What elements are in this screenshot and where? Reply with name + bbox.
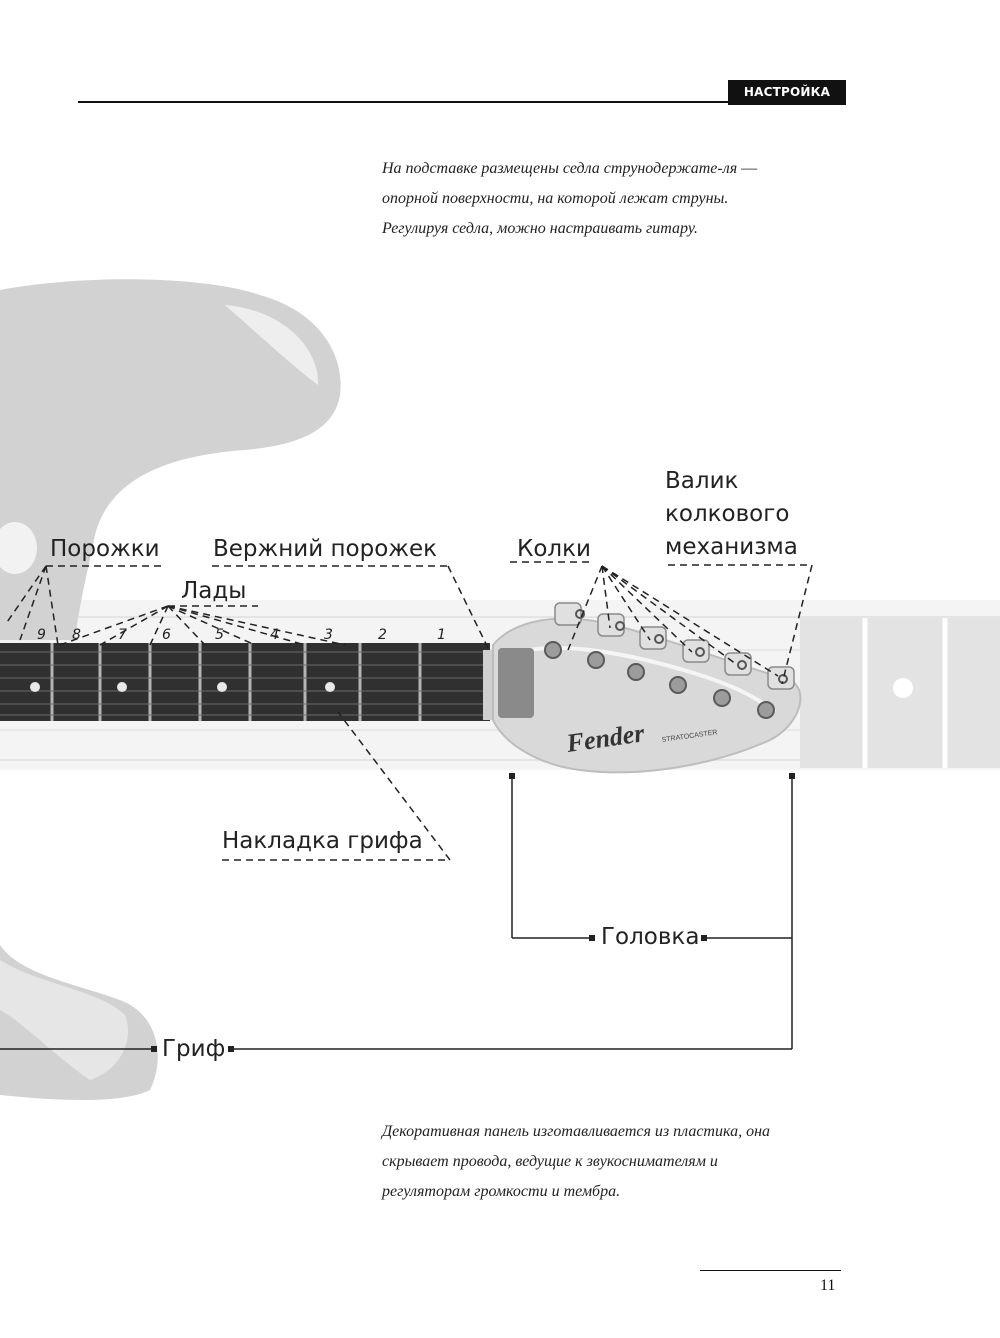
bracket-endpoints (151, 773, 795, 1052)
caption-bottom: Декоративная панель изготавливается из п… (382, 1123, 770, 1200)
fretboard (0, 643, 495, 721)
label-valik-line1: Валик (665, 468, 739, 494)
fret-number-6: 6 (162, 627, 171, 643)
header-rule (78, 101, 730, 103)
label-kolki: Колки (517, 536, 591, 562)
fret-number-5: 5 (215, 627, 224, 643)
label-lady: Лады (181, 578, 247, 604)
section-title: НАСТРОЙКА ГИТАРЫ (728, 80, 846, 124)
leader-lines (4, 561, 813, 861)
guitar-body-upper-horn (0, 279, 341, 640)
label-porozhki: Порожки (50, 536, 160, 562)
fret-number-9: 9 (37, 627, 46, 643)
page-number: 11 (820, 1277, 836, 1294)
fret-number-7: 7 (118, 627, 127, 643)
fret-number-1: 1 (437, 627, 446, 643)
fret-number-2: 2 (378, 627, 387, 643)
label-valik-line3: механизма (665, 534, 798, 560)
footer-rule (700, 1270, 841, 1271)
fret-number-3: 3 (324, 627, 333, 643)
caption-top: На подставке размещены седла струнодержа… (382, 160, 758, 237)
headstock: Fender STRATOCASTER (492, 602, 802, 774)
fret-number-4: 4 (270, 627, 279, 643)
label-valik-line2: колкового (665, 501, 790, 527)
bracket-lines (0, 776, 793, 1050)
label-grif: Гриф (162, 1036, 226, 1062)
label-golovka: Головка (601, 924, 700, 950)
fret-number-8: 8 (72, 627, 81, 643)
label-nakladka: Накладка грифа (222, 828, 423, 854)
ghost-fretboard-right (800, 618, 1000, 768)
label-verkhniy-porozhek: Вержний порожек (213, 536, 438, 562)
